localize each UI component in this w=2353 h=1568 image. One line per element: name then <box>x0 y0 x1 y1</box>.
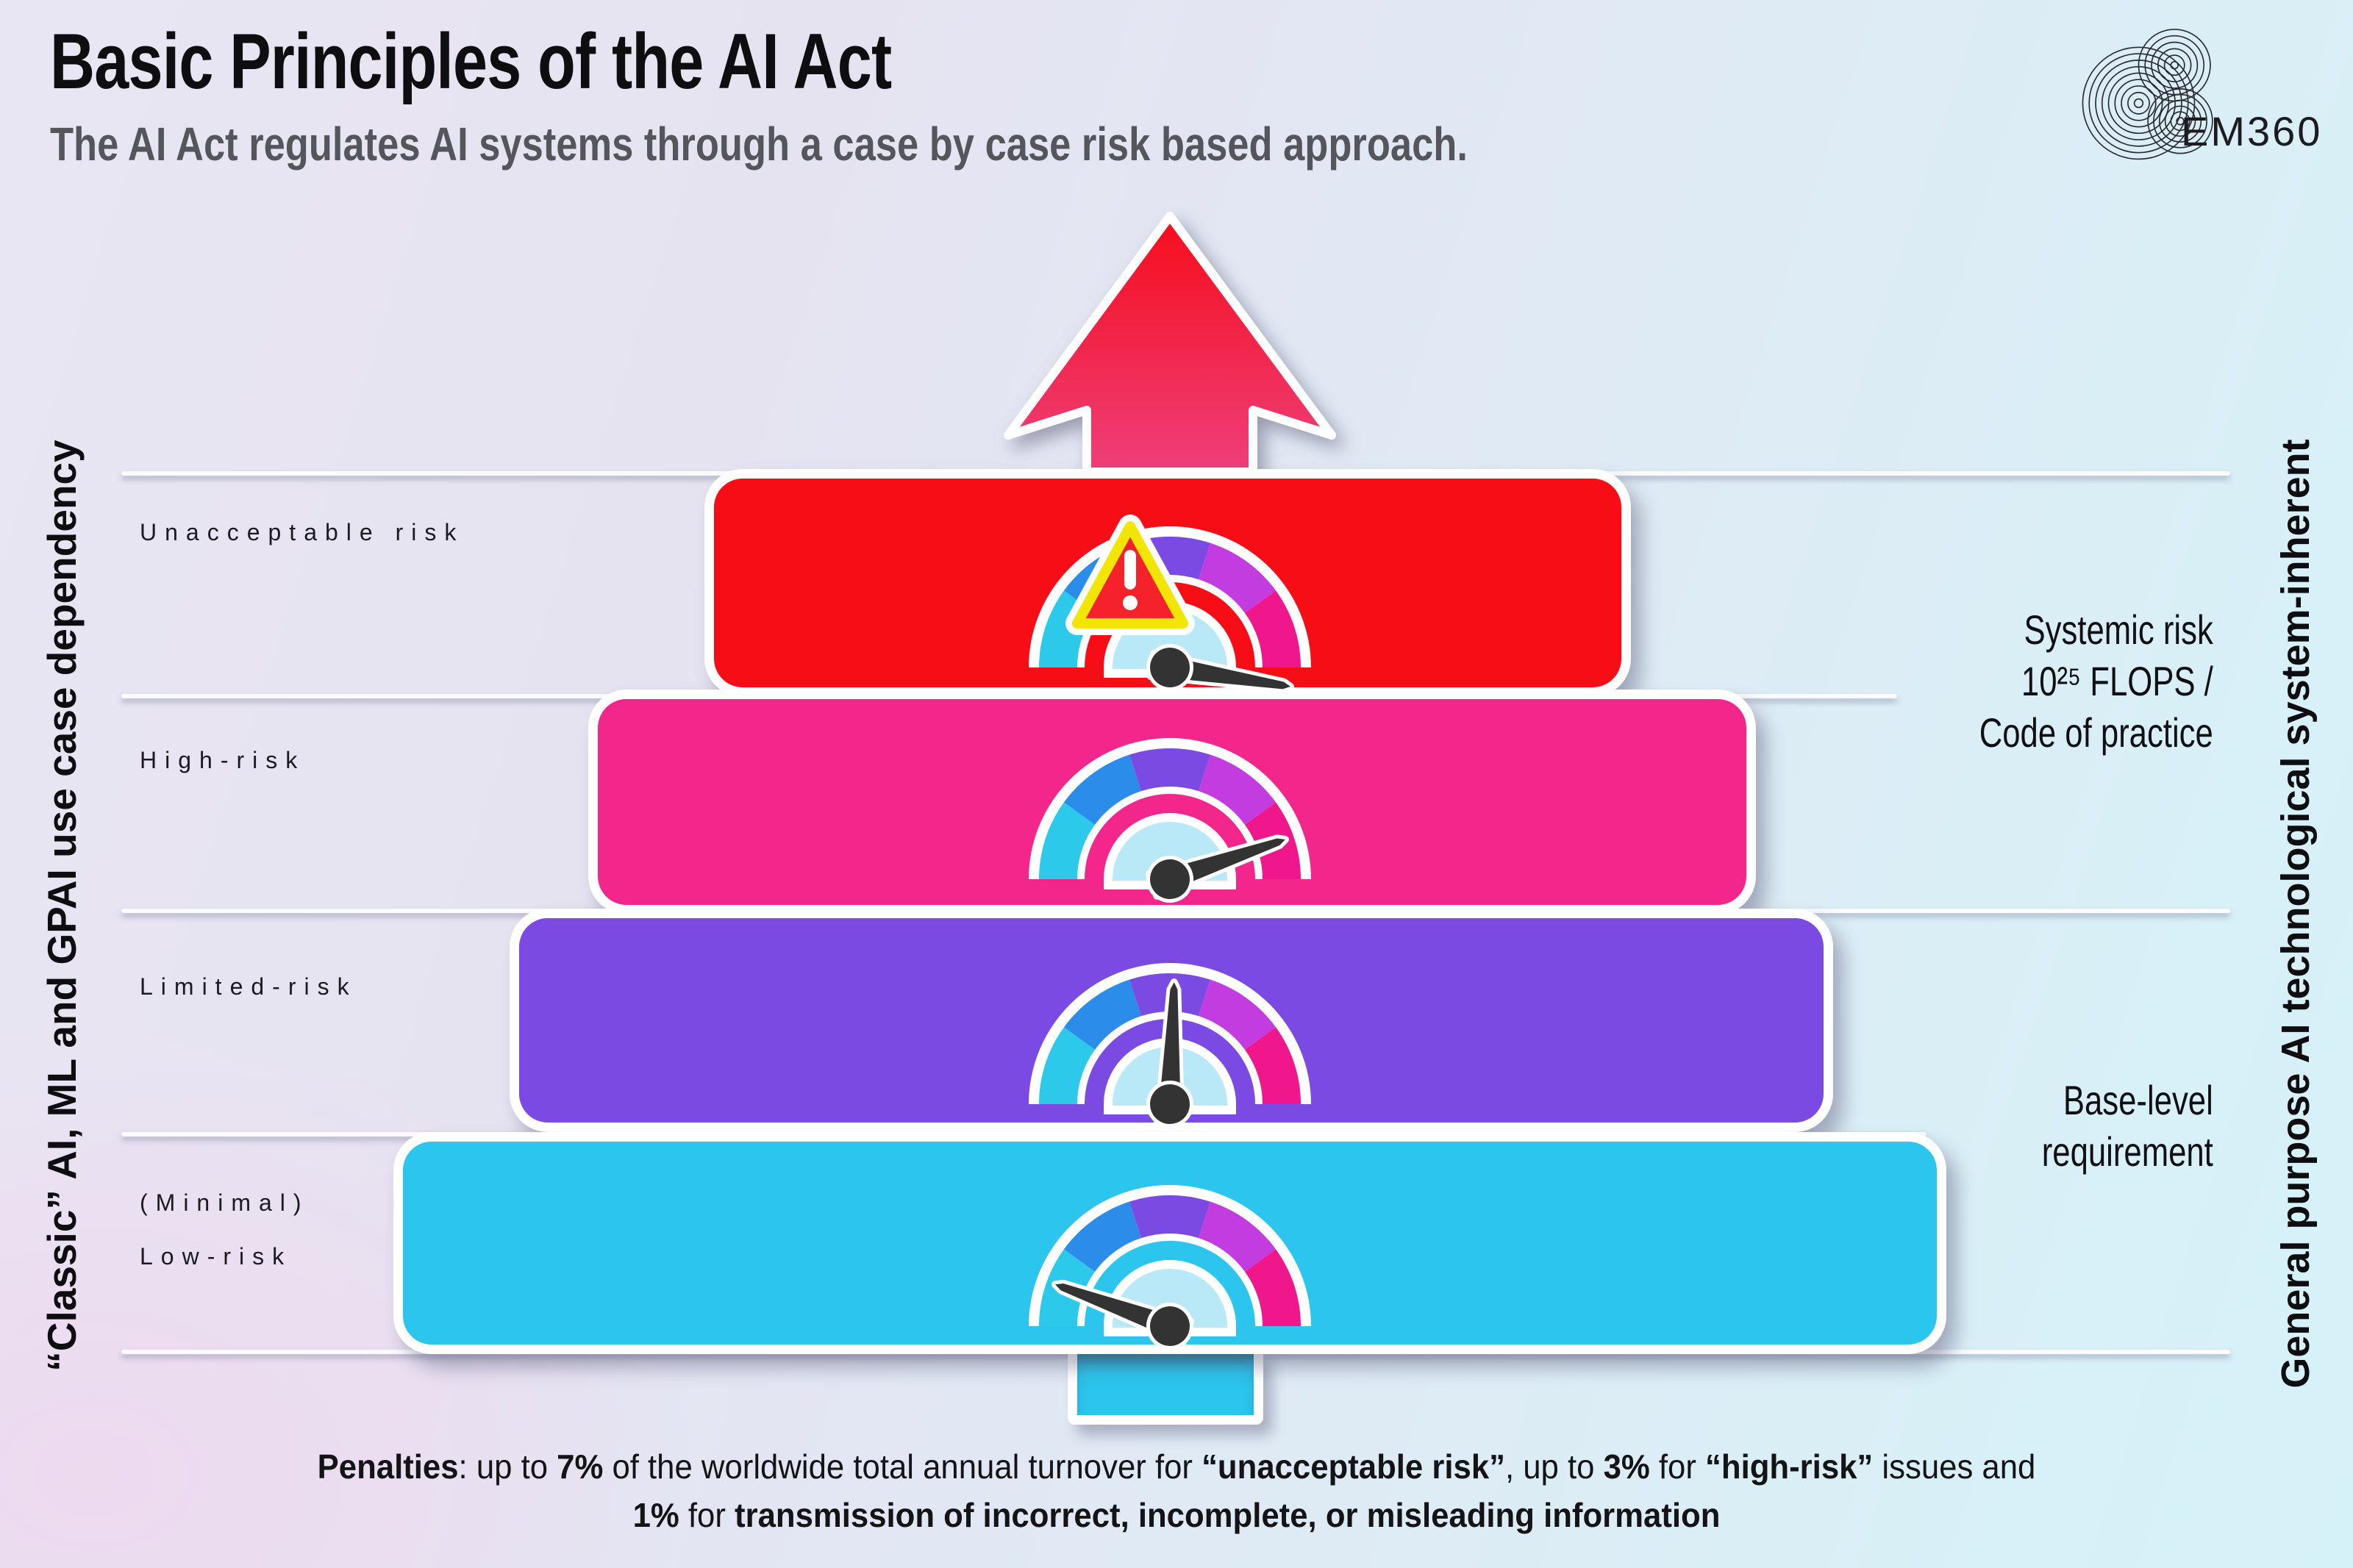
systemic-line2: 10²⁵ FLOPS / <box>2021 658 2213 704</box>
level-label-low-line2: Low-risk <box>140 1243 293 1270</box>
level-label-low: (Minimal) Low-risk <box>140 1176 310 1284</box>
right-axis-label: General purpose AI technological system-… <box>2274 439 2318 1389</box>
base-line1: Base-level <box>2063 1077 2213 1123</box>
gauge-needle <box>1051 1279 1195 1350</box>
systemic-risk-annotation: Systemic risk 10²⁵ FLOPS / Code of pract… <box>1979 604 2213 759</box>
left-axis-label: “Classic” AI, ML and GPAI use case depen… <box>39 440 85 1372</box>
penalties-line1: Penalties: up to 7% of the worldwide tot… <box>317 1447 2036 1486</box>
penalties-line2: 1% for transmission of incorrect, incomp… <box>632 1496 1721 1534</box>
pyramid-stem <box>1068 1350 1263 1425</box>
gauge-needle <box>1146 978 1193 1128</box>
brand-name: EM360 <box>2181 108 2323 154</box>
gauge-icon-medium <box>1029 963 1311 1128</box>
systemic-line1: Systemic risk <box>2024 606 2213 653</box>
em360-logo-icon <box>2082 29 2213 160</box>
base-level-annotation: Base-level requirement <box>2042 1075 2213 1178</box>
page-subtitle: The AI Act regulates AI systems through … <box>50 118 1468 171</box>
escalation-arrow-icon <box>1004 212 1336 476</box>
gauge-icon-max <box>1029 515 1311 693</box>
penalties-note: Penalties: up to 7% of the worldwide tot… <box>59 1442 2294 1539</box>
gauge-needle <box>1146 644 1294 693</box>
gauge-icon-high <box>1029 738 1311 903</box>
base-line2: requirement <box>2041 1128 2213 1175</box>
systemic-line3: Code of practice <box>1979 709 2213 756</box>
gauge-icon-low <box>1029 1185 1311 1350</box>
gauge-needle <box>1146 834 1289 903</box>
level-label-unacceptable: Unacceptable risk <box>140 519 465 545</box>
level-label-low-line1: (Minimal) <box>140 1189 310 1216</box>
page-title: Basic Principles of the AI Act <box>50 17 892 105</box>
warning-triangle-icon <box>1065 515 1195 635</box>
level-label-high: High-risk <box>140 747 306 773</box>
level-label-limited: Limited-risk <box>140 973 357 1000</box>
